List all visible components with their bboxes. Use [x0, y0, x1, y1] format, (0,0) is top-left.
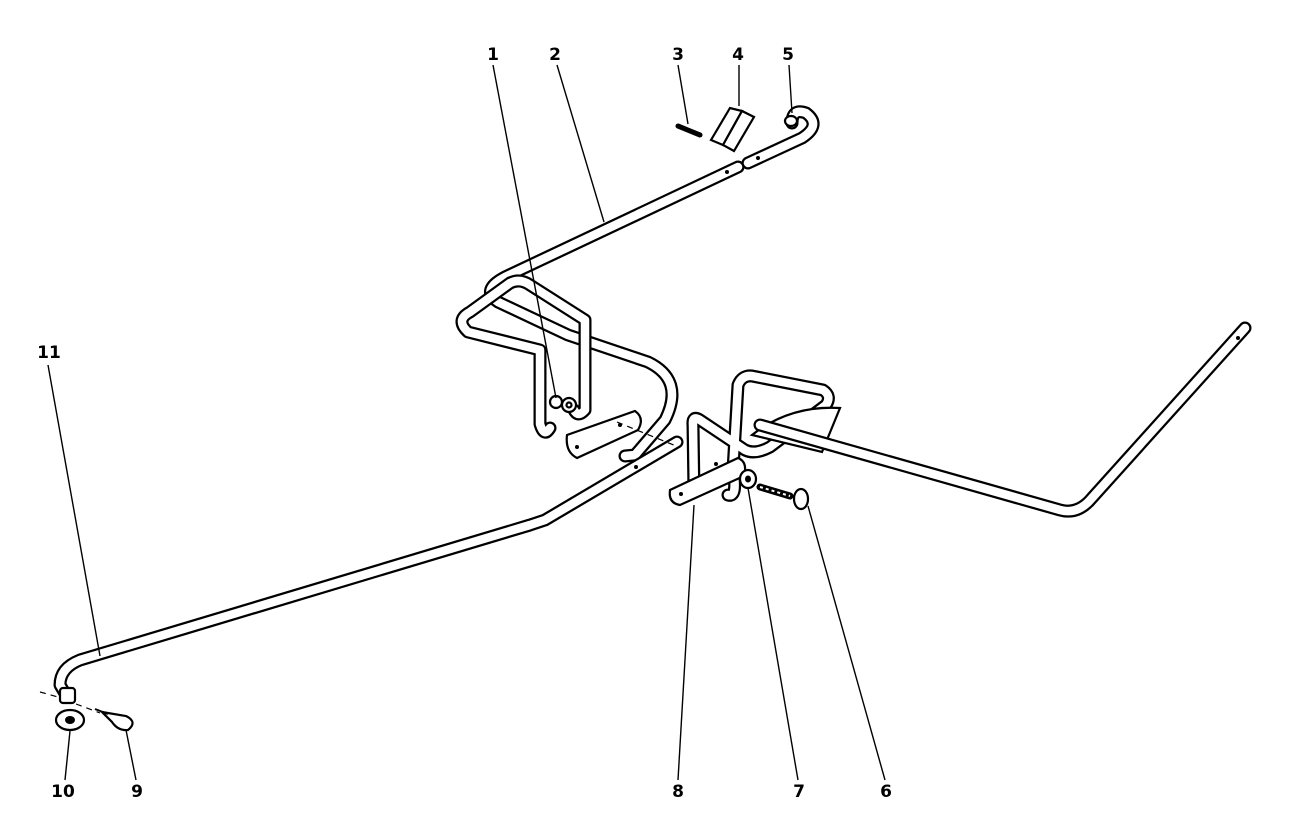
pin-part-3	[675, 123, 703, 138]
callout-7: 7	[793, 782, 805, 802]
washer-part-7	[738, 468, 758, 490]
leader-lines	[47, 64, 886, 781]
lower-handle-tube	[53, 435, 684, 705]
callout-10: 10	[51, 782, 75, 802]
clip-part-4	[709, 106, 756, 153]
assembly-lines	[39, 421, 677, 714]
left-wire-bracket	[455, 274, 592, 439]
callout-3: 3	[672, 45, 684, 65]
callout-labels: 1 2 3 4 5 6 7 8 9 10 11	[37, 45, 892, 802]
washer-part-10	[54, 708, 86, 732]
callout-4: 4	[732, 45, 744, 65]
right-tube-shelf	[749, 321, 1252, 518]
callout-8: 8	[672, 782, 684, 802]
callout-11: 11	[37, 343, 61, 363]
callout-5: 5	[782, 45, 794, 65]
upper-handle-tube	[484, 105, 820, 463]
cotter-pin-part-9	[94, 708, 134, 732]
callout-6: 6	[880, 782, 892, 802]
callout-9: 9	[131, 782, 143, 802]
washer-set-part-1	[548, 394, 578, 414]
callout-1: 1	[487, 45, 499, 65]
bolt-part-6	[756, 483, 810, 511]
callout-2: 2	[549, 45, 561, 65]
